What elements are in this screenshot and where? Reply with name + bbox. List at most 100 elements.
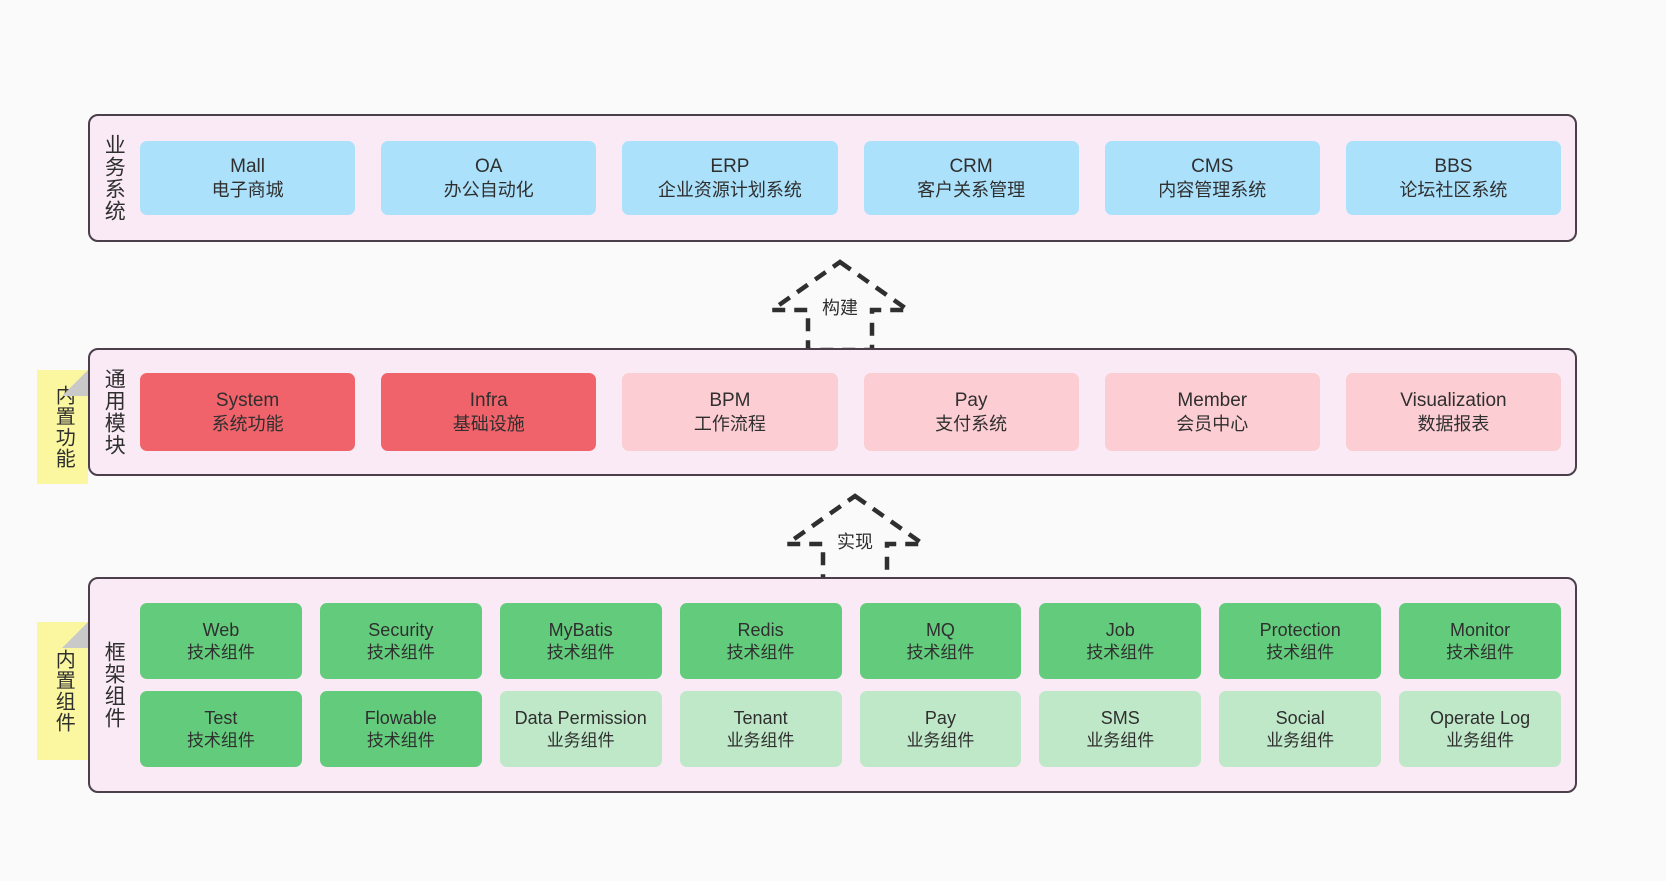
card-subtitle: 业务组件 [906, 730, 975, 750]
card-row: System 系统功能 Infra 基础设施 BPM 工作流程 Pay 支付系统… [140, 373, 1562, 451]
card-title: Security [368, 619, 434, 640]
card-subtitle: 业务组件 [1446, 730, 1515, 750]
card-erp[interactable]: ERP 企业资源计划系统 [622, 141, 838, 215]
card-title: MyBatis [548, 619, 613, 640]
card-row: Web 技术组件 Security 技术组件 MyBatis 技术组件 Redi… [140, 603, 1561, 679]
card-title: Job [1105, 619, 1135, 640]
card-title: SMS [1100, 707, 1140, 728]
connector-realize-shape [779, 493, 931, 587]
card-subtitle: 论坛社区系统 [1399, 179, 1508, 200]
card-mybatis[interactable]: MyBatis 技术组件 [499, 603, 662, 679]
card-title: Social [1275, 707, 1325, 728]
card-job[interactable]: Job 技术组件 [1039, 603, 1202, 679]
card-row: Mall 电子商城 OA 办公自动化 ERP 企业资源计划系统 CRM 客户关系… [140, 141, 1562, 215]
card-title: CMS [1191, 155, 1234, 177]
card-row: Test 技术组件 Flowable 技术组件 Data Permission … [140, 691, 1561, 767]
card-subtitle: 客户关系管理 [917, 179, 1026, 200]
connector-realize: 实现 [775, 492, 935, 588]
card-protection[interactable]: Protection 技术组件 [1219, 603, 1382, 679]
card-title: Operate Log [1430, 707, 1531, 728]
card-test[interactable]: Test 技术组件 [140, 691, 302, 767]
layer-common-modules: 通用模块 System 系统功能 Infra 基础设施 BPM 工作流程 Pay… [88, 348, 1577, 476]
card-operate-log[interactable]: Operate Log 业务组件 [1399, 691, 1561, 767]
card-subtitle: 技术组件 [186, 730, 255, 750]
card-crm[interactable]: CRM 客户关系管理 [863, 141, 1079, 215]
card-subtitle: 数据报表 [1417, 413, 1490, 434]
card-subtitle: 技术组件 [186, 642, 255, 662]
card-visualization[interactable]: Visualization 数据报表 [1345, 373, 1562, 451]
card-subtitle: 内容管理系统 [1158, 179, 1267, 200]
card-title: Infra [469, 389, 508, 411]
card-web[interactable]: Web 技术组件 [140, 603, 302, 679]
sticky-note-builtin-components: 内置组件 [37, 622, 88, 760]
card-title: CRM [949, 155, 993, 177]
card-title: MQ [925, 619, 955, 640]
card-subtitle: 技术组件 [366, 730, 435, 750]
card-subtitle: 电子商城 [211, 179, 284, 200]
layer-body-business: Mall 电子商城 OA 办公自动化 ERP 企业资源计划系统 CRM 客户关系… [136, 116, 1575, 240]
layer-business-systems: 业务系统 Mall 电子商城 OA 办公自动化 ERP 企业资源计划系统 CRM… [88, 114, 1577, 242]
card-subtitle: 支付系统 [935, 413, 1008, 434]
card-social[interactable]: Social 业务组件 [1219, 691, 1382, 767]
card-title: BPM [709, 389, 751, 411]
layer-title-business: 业务系统 [102, 134, 126, 222]
layer-framework-components: 框架组件 Web 技术组件 Security 技术组件 MyBatis 技术组件… [88, 577, 1577, 793]
card-subtitle: 业务组件 [726, 730, 795, 750]
card-subtitle: 技术组件 [906, 642, 975, 662]
card-bbs[interactable]: BBS 论坛社区系统 [1345, 141, 1562, 215]
card-subtitle: 技术组件 [1266, 642, 1335, 662]
card-subtitle: 技术组件 [366, 642, 435, 662]
card-sms[interactable]: SMS 业务组件 [1039, 691, 1202, 767]
card-subtitle: 技术组件 [1446, 642, 1515, 662]
card-system[interactable]: System 系统功能 [140, 373, 356, 451]
card-flowable[interactable]: Flowable 技术组件 [319, 691, 482, 767]
card-monitor[interactable]: Monitor 技术组件 [1399, 603, 1561, 679]
card-title: Member [1177, 389, 1248, 411]
card-tenant[interactable]: Tenant 业务组件 [679, 691, 842, 767]
card-subtitle: 会员中心 [1176, 413, 1249, 434]
layer-body-common: System 系统功能 Infra 基础设施 BPM 工作流程 Pay 支付系统… [136, 350, 1575, 474]
connector-build-label: 构建 [819, 294, 861, 320]
card-subtitle: 技术组件 [1086, 642, 1155, 662]
card-title: Flowable [364, 707, 437, 728]
card-security[interactable]: Security 技术组件 [319, 603, 482, 679]
card-subtitle: 工作流程 [693, 413, 766, 434]
card-title: Test [204, 707, 238, 728]
card-data-permission[interactable]: Data Permission 业务组件 [499, 691, 662, 767]
card-title: Pay [954, 389, 988, 411]
card-pay-business[interactable]: Pay 业务组件 [859, 691, 1022, 767]
card-infra[interactable]: Infra 基础设施 [381, 373, 597, 451]
card-member[interactable]: Member 会员中心 [1104, 373, 1320, 451]
card-oa[interactable]: OA 办公自动化 [381, 141, 597, 215]
card-title: ERP [710, 155, 750, 177]
card-subtitle: 办公自动化 [443, 179, 534, 200]
card-subtitle: 技术组件 [726, 642, 795, 662]
card-subtitle: 企业资源计划系统 [657, 179, 802, 200]
card-subtitle: 业务组件 [1086, 730, 1155, 750]
card-title: Visualization [1400, 389, 1507, 411]
card-cms[interactable]: CMS 内容管理系统 [1104, 141, 1320, 215]
layer-title-framework: 框架组件 [102, 641, 126, 729]
card-title: BBS [1434, 155, 1473, 177]
card-title: OA [475, 155, 503, 177]
card-title: Monitor [1450, 619, 1511, 640]
card-title: Data Permission [514, 707, 647, 728]
card-redis[interactable]: Redis 技术组件 [679, 603, 842, 679]
card-subtitle: 系统功能 [211, 413, 284, 434]
card-subtitle: 技术组件 [546, 642, 615, 662]
card-title: Pay [924, 707, 956, 728]
card-title: Web [202, 619, 240, 640]
card-title: System [215, 389, 280, 411]
card-pay[interactable]: Pay 支付系统 [863, 373, 1079, 451]
layer-body-framework: Web 技术组件 Security 技术组件 MyBatis 技术组件 Redi… [136, 579, 1575, 791]
connector-build-shape [764, 259, 916, 353]
card-subtitle: 业务组件 [1266, 730, 1335, 750]
card-mall[interactable]: Mall 电子商城 [140, 141, 356, 215]
card-title: Protection [1259, 619, 1341, 640]
card-mq[interactable]: MQ 技术组件 [859, 603, 1022, 679]
card-subtitle: 业务组件 [546, 730, 615, 750]
card-bpm[interactable]: BPM 工作流程 [622, 373, 838, 451]
card-title: Redis [737, 619, 784, 640]
sticky-note-builtin-functions: 内置功能 [37, 370, 88, 484]
